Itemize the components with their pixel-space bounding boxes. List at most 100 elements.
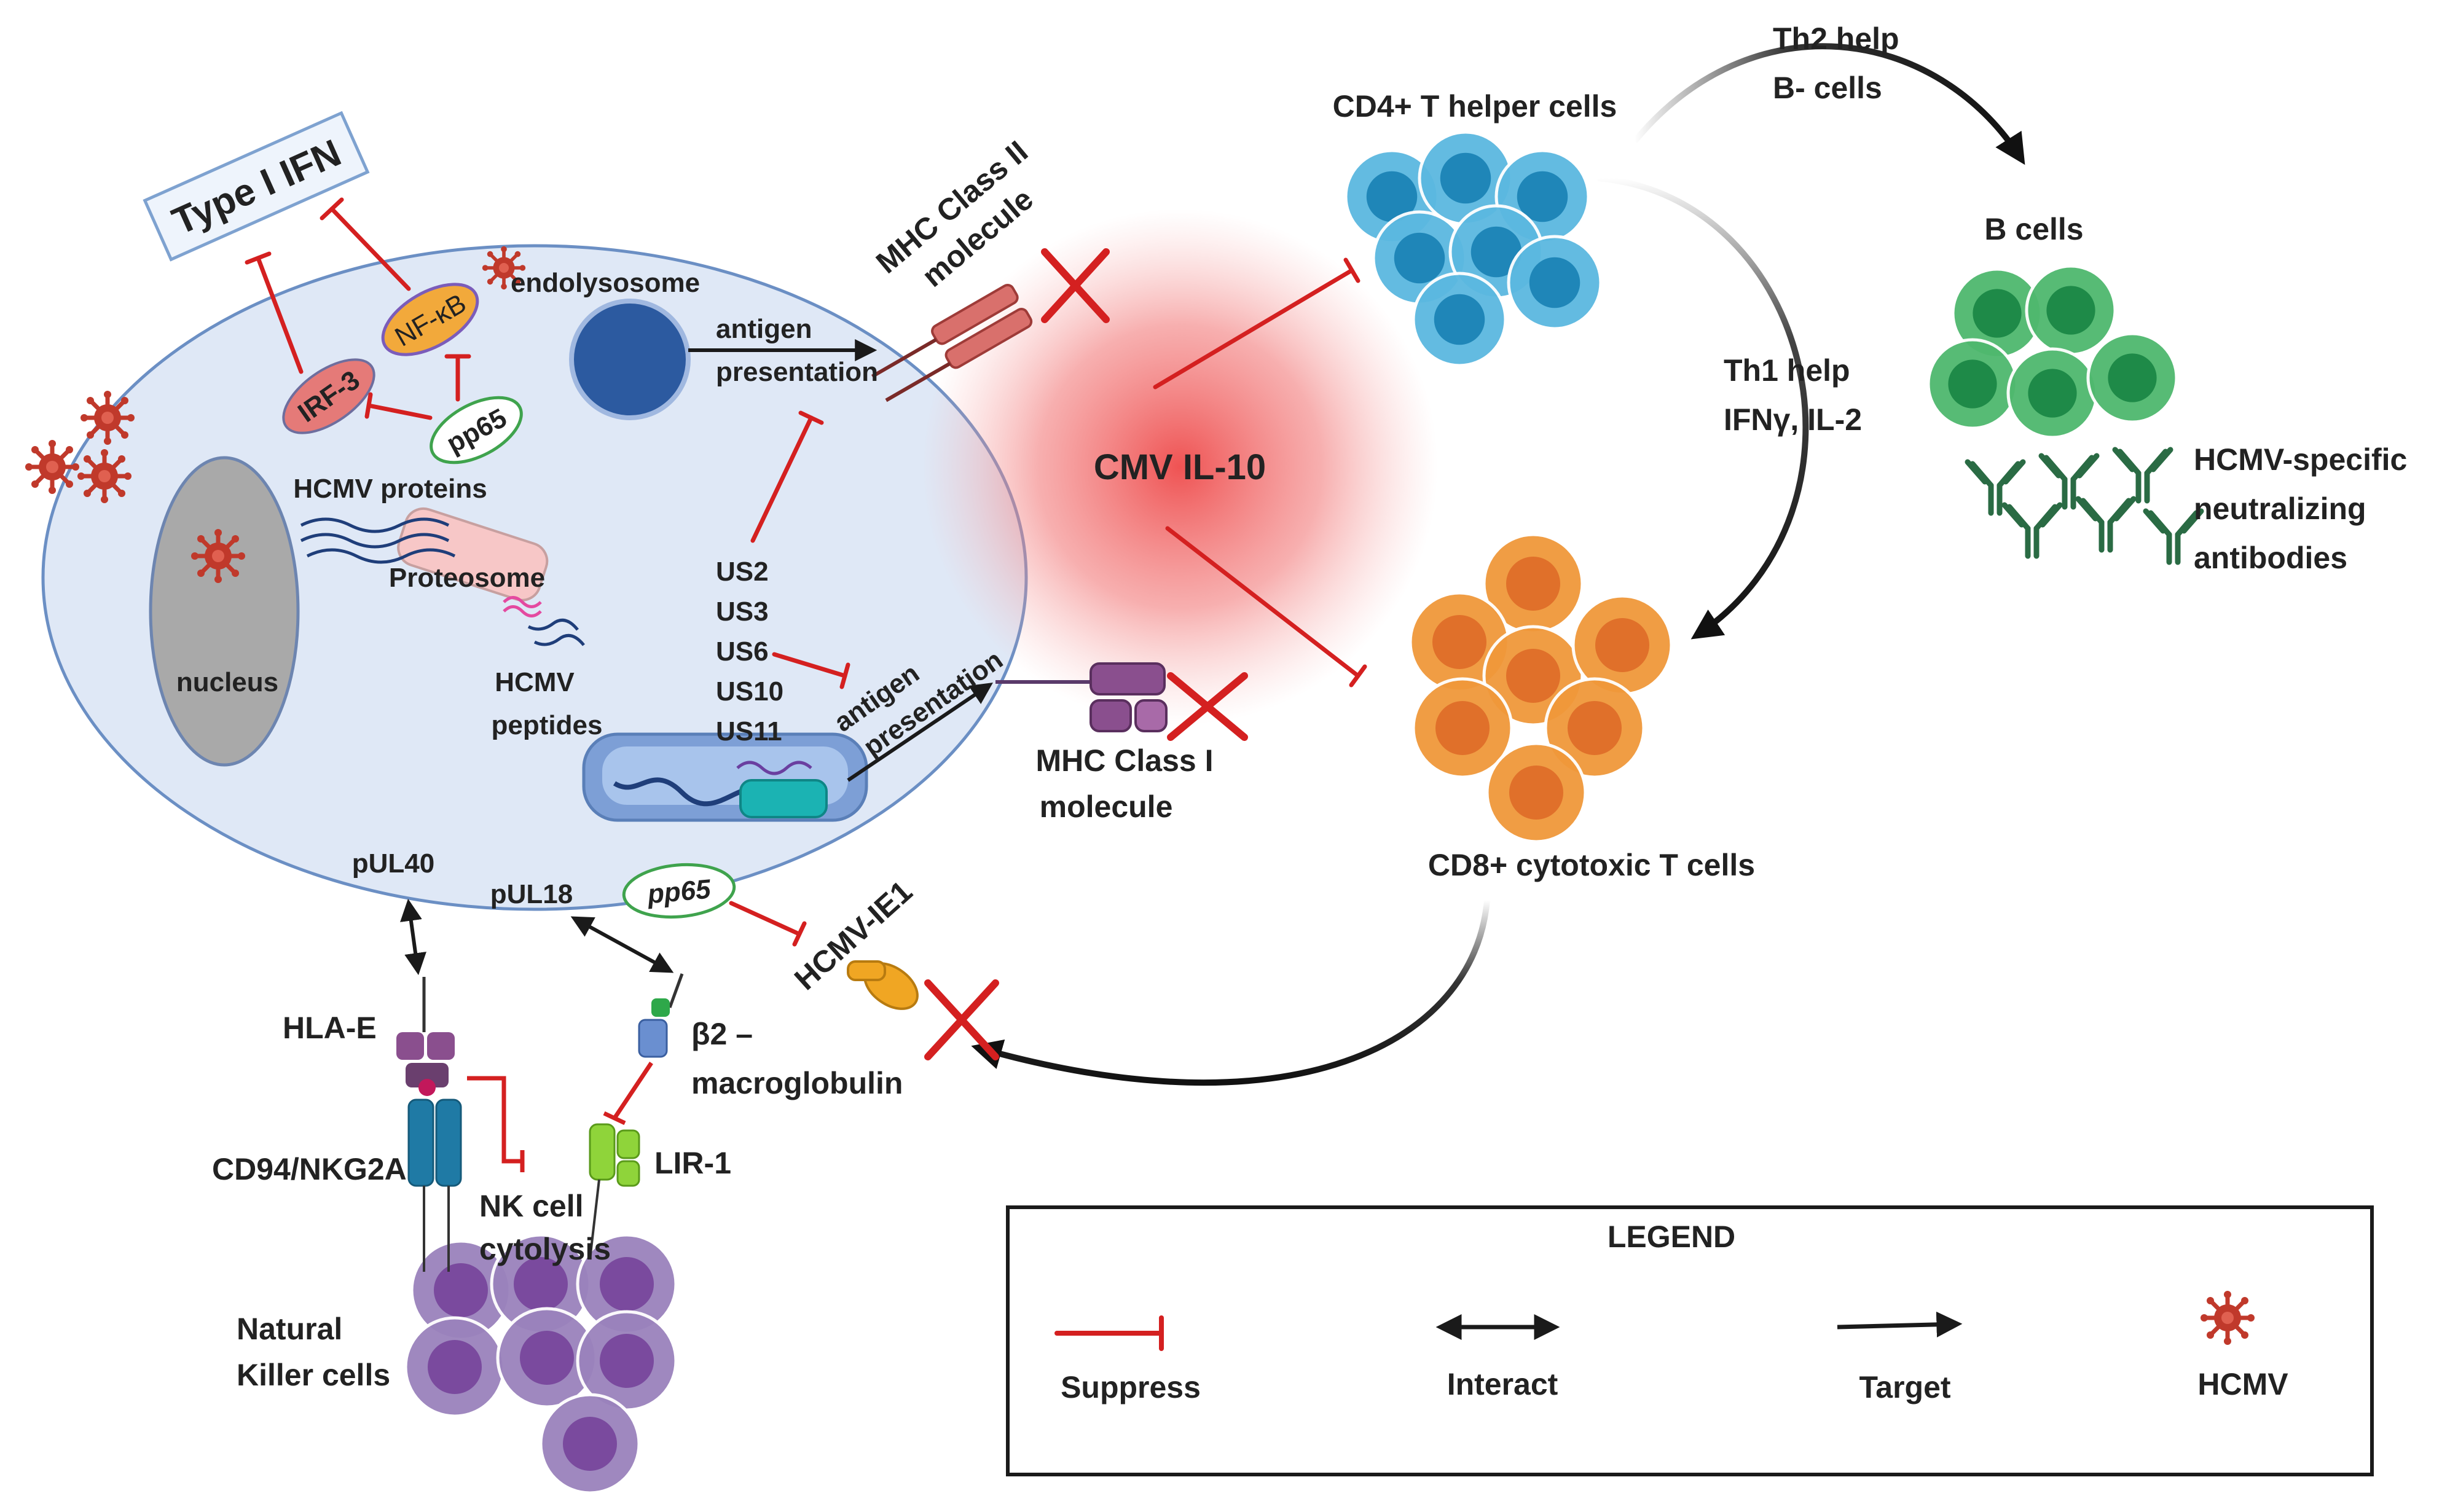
- cd94-nkg2a-receptor: [407, 1099, 462, 1272]
- b-cell: [1926, 338, 2019, 430]
- pp65-bottom-suppress: [729, 901, 807, 947]
- cd8-target-arrow: [971, 899, 1490, 1086]
- mhc-class1-molecule: [995, 662, 1248, 741]
- nk-cytolysis-label-line2: cytolysis: [479, 1232, 611, 1266]
- mhc-class1-label-line1: MHC Class I: [1036, 743, 1214, 778]
- th2-label-line2: B- cells: [1773, 71, 1882, 105]
- cd4-label: CD4+ T helper cells: [1333, 89, 1617, 123]
- natural-killer-label-line2: Killer cells: [237, 1358, 390, 1392]
- antibodies-label-line3: antibodies: [2194, 541, 2347, 575]
- natural-killer-label-line1: Natural: [237, 1312, 342, 1346]
- antibody-icon: [2004, 505, 2060, 556]
- pul18-interact-arrow: [570, 916, 674, 973]
- b-cells: [1926, 264, 2178, 439]
- antigen-presentation-arrow-mid: [847, 682, 993, 782]
- legend: LEGEND Suppress Interact Target HCMV: [1006, 1205, 2374, 1476]
- b-cells-label: B cells: [1984, 212, 2083, 246]
- mhc-class1-label-line2: molecule: [1040, 789, 1173, 824]
- legend-suppress-label: Suppress: [1061, 1370, 1201, 1404]
- legend-hcmv-label: HCMV: [2197, 1367, 2288, 1401]
- antibody-icons: [1968, 450, 2201, 562]
- antibodies-label-line2: neutralizing: [2194, 492, 2366, 526]
- antigen-label-top: antigen: [716, 314, 812, 344]
- hla-e-molecule: [396, 977, 455, 1096]
- cd4-t-helper-cells: [1344, 130, 1603, 367]
- proteosome-label: Proteosome: [389, 563, 545, 593]
- nk-cell: [576, 1233, 678, 1335]
- hcmv-peptides-label-1: HCMV: [495, 667, 575, 697]
- pul40-interact-arrow: [400, 898, 426, 976]
- legend-interact-label: Interact: [1447, 1367, 1558, 1401]
- endolysosome-label: endolysosome: [511, 268, 700, 298]
- antibody-icon: [2078, 499, 2134, 550]
- us6-label: US6: [716, 637, 769, 667]
- cd8-t-cell: [1544, 677, 1646, 779]
- th1-label-line2: IFNγ, IL-2: [1724, 402, 1862, 437]
- endolysosome: [569, 299, 691, 420]
- us11-label: US11: [716, 716, 782, 746]
- virus-icon: [77, 449, 132, 503]
- cd4-t-cell: [1411, 272, 1507, 367]
- nk-cell: [404, 1316, 506, 1418]
- antibody-icon: [2115, 450, 2170, 501]
- hla-e-suppress: [467, 1076, 525, 1172]
- antibody-icon: [1968, 462, 2023, 513]
- b-cell: [2086, 332, 2178, 424]
- cd94-nkg2a-label: CD94/NKG2A: [212, 1152, 407, 1186]
- cmv-il10-glow: [922, 209, 1438, 725]
- nucleus: [149, 456, 300, 767]
- b2-microglobulin-label-line1: β2 –: [691, 1017, 753, 1051]
- legend-title: LEGEND: [1608, 1220, 1735, 1254]
- pp65-top-node: pp65: [430, 396, 523, 464]
- pul40-label: pUL40: [352, 848, 434, 879]
- cd8-t-cell: [1482, 533, 1584, 635]
- cd8-label: CD8+ cytotoxic T cells: [1428, 848, 1755, 882]
- th1-help-arrow: [1597, 175, 1809, 640]
- th2-help-arrow: [1632, 43, 2025, 165]
- hcmv-peptides-label-2: peptides: [492, 710, 603, 740]
- virus-icon: [80, 391, 135, 445]
- legend-target-symbol: [1837, 1311, 1963, 1338]
- nk-cytolysis-label-line1: NK cell: [479, 1189, 584, 1223]
- legend-suppress-symbol: [1054, 1315, 1164, 1351]
- cd8-t-cell: [1485, 742, 1587, 844]
- antibody-icon: [2146, 511, 2201, 562]
- nucleus-label: nucleus: [176, 667, 278, 697]
- legend-target-label: Target: [1859, 1370, 1950, 1404]
- hcmv-ie1-receptor: [847, 960, 999, 1060]
- lir1-receptor: [589, 1062, 653, 1260]
- cmv-il10-label: CMV IL-10: [1094, 447, 1266, 487]
- virus-icon: [25, 440, 79, 494]
- us2-label: US2: [716, 557, 769, 587]
- pp65-bottom-node: pp65: [622, 863, 736, 919]
- proteosome: [397, 507, 549, 601]
- beta2-microglobulin-molecule: [638, 973, 684, 1058]
- th2-label-line1: Th2 help: [1773, 22, 1899, 56]
- us3-label: US3: [716, 597, 769, 627]
- virus-icon: [191, 529, 245, 583]
- pul18-label: pUL18: [490, 879, 573, 909]
- presentation-label-top: presentation: [716, 357, 878, 387]
- b-cell: [2025, 264, 2117, 356]
- nk-cell: [410, 1239, 512, 1341]
- th1-label-line1: Th1 help: [1724, 353, 1850, 388]
- nk-cell: [496, 1307, 598, 1409]
- hcmv-protein-strands: [300, 517, 585, 646]
- hcmv-proteins-label: HCMV proteins: [293, 474, 487, 504]
- mhc-class2-molecule: [871, 248, 1110, 402]
- us2-suppress: [750, 410, 850, 689]
- legend-hcmv-virus-icon: [2201, 1291, 2255, 1345]
- cd8-t-cell: [1411, 677, 1514, 779]
- us10-label: US10: [716, 676, 783, 707]
- b-cell: [2006, 347, 2099, 439]
- nk-cell: [539, 1393, 641, 1495]
- type1-ifn-box: Type I IFN: [143, 111, 370, 262]
- hla-e-label: HLA-E: [283, 1011, 377, 1045]
- b2-microglobulin-label-line2: macroglobulin: [691, 1066, 903, 1100]
- antibody-icon: [2041, 456, 2097, 507]
- cd4-t-cell: [1507, 235, 1603, 331]
- il10-suppress-lines: [1153, 257, 1367, 687]
- pp65-bottom-label: pp65: [646, 874, 712, 910]
- natural-killer-cells: [404, 1233, 678, 1495]
